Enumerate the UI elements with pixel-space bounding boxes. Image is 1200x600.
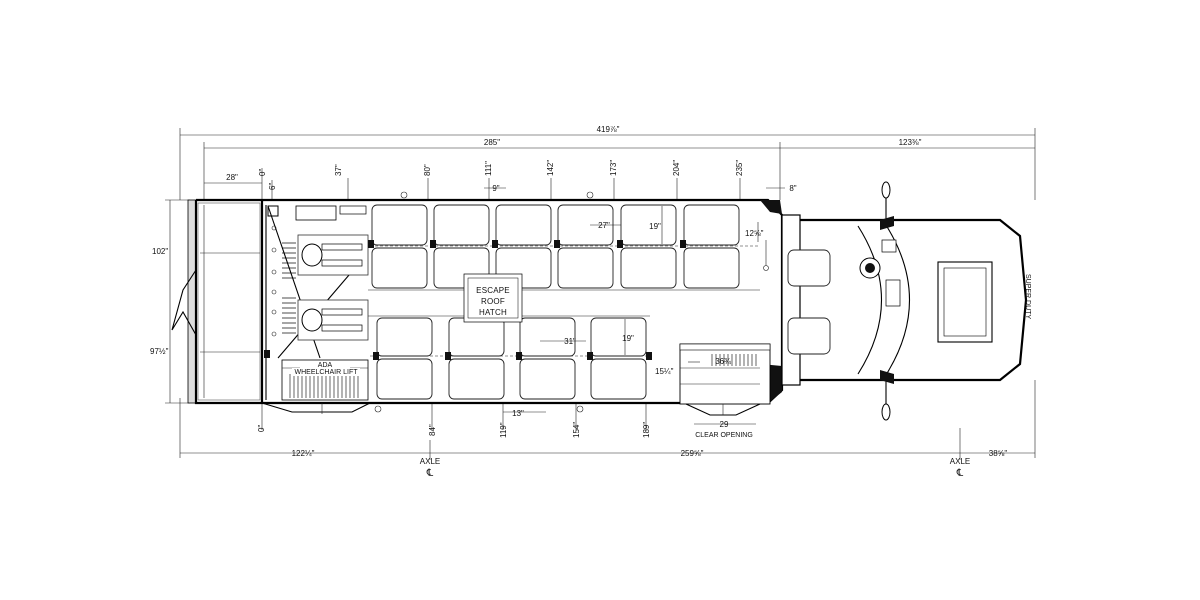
station-173: 173" bbox=[609, 160, 618, 176]
front-overhang-dimension: 123⅜" bbox=[780, 138, 1035, 149]
wheelbase-label: 259⅝" bbox=[681, 449, 704, 458]
seat-pair bbox=[368, 204, 428, 289]
axle-right-centerline: ℄ bbox=[956, 468, 964, 479]
rear-overhang-label: 122¼" bbox=[292, 449, 315, 458]
body-length-dimension: 285" bbox=[203, 138, 781, 200]
door-36-label: 36¾ bbox=[715, 357, 731, 366]
seat-pair bbox=[445, 317, 505, 400]
rear-step-label: 28" bbox=[226, 173, 238, 182]
width-dimensions: 102" 97½" bbox=[150, 199, 190, 404]
escape-hatch-line-3: HATCH bbox=[479, 308, 507, 317]
clear-opening-label: CLEAR OPENING bbox=[695, 432, 753, 439]
entry-door[interactable]: 36¾ 29 CLEAR OPENING bbox=[679, 343, 771, 439]
body-length-label: 285" bbox=[484, 138, 500, 147]
front-to-axle-label: 38⅝" bbox=[989, 449, 1008, 458]
axle-dimension-line: 122¼" 259⅝" 38⅝" AXLE ℄ AXLE ℄ bbox=[179, 380, 1036, 479]
zero-top-label: 0" bbox=[258, 169, 267, 176]
escape-hatch-line-2: ROOF bbox=[481, 297, 505, 306]
station-111: 111" bbox=[484, 161, 493, 176]
ada-label: ADA bbox=[318, 362, 333, 369]
eight-label: 8" bbox=[789, 184, 796, 193]
driver-seat bbox=[787, 249, 831, 287]
lower-seat-rows bbox=[373, 317, 652, 400]
station-119: 119" bbox=[499, 422, 508, 438]
six-label: 6" bbox=[268, 183, 277, 190]
ada-wheelchair-lift: ADA WHEELCHAIR LIFT bbox=[281, 359, 369, 401]
interior-dimensions: 27" 19" 31" 19" 12⅝" 15¼" bbox=[540, 206, 764, 376]
bottom-station-ticks: 0" 84" 119" 154" 189" 13" bbox=[257, 403, 651, 438]
station-142: 142" bbox=[546, 160, 555, 176]
station-37: 37" bbox=[334, 164, 343, 176]
zero-bottom-label: 0" bbox=[257, 425, 266, 432]
stanchions bbox=[374, 191, 769, 413]
seat-width-19-top-label: 19" bbox=[649, 222, 661, 231]
escape-roof-hatch: ESCAPE ROOF HATCH bbox=[463, 273, 523, 323]
bus-body-outline bbox=[194, 198, 784, 414]
seat-pair bbox=[554, 204, 614, 289]
wheelchair-area bbox=[264, 205, 369, 400]
axle-left-label: AXLE bbox=[420, 457, 440, 466]
seat-pair bbox=[617, 204, 677, 289]
seat-width-19-bottom-label: 19" bbox=[622, 334, 634, 343]
station-80: 80" bbox=[423, 164, 432, 176]
axle-right-label: AXLE bbox=[950, 457, 970, 466]
seat-pair bbox=[516, 317, 576, 400]
overall-length-label: 419⅞" bbox=[597, 125, 620, 134]
axle-left-centerline: ℄ bbox=[426, 468, 434, 479]
front-overhang-label: 123⅜" bbox=[899, 138, 922, 147]
seat-depth-31-label: 31" bbox=[564, 337, 576, 346]
escape-hatch-line-1: ESCAPE bbox=[476, 286, 510, 295]
width-102-label: 102" bbox=[152, 247, 168, 256]
thirteen-label: 13" bbox=[512, 409, 524, 418]
station-84: 84" bbox=[428, 424, 437, 436]
upper-seat-rows bbox=[368, 204, 740, 289]
seat-pair bbox=[680, 204, 740, 289]
top-station-ticks: 0" 6" 37" 80" 111" 142" 173" 204" 235" 9… bbox=[258, 160, 797, 200]
aisle-12-label: 12⅝" bbox=[745, 229, 764, 238]
wheelchair-lift-label: WHEELCHAIR LIFT bbox=[294, 369, 358, 376]
passenger-seat bbox=[787, 317, 831, 355]
nine-label: 9" bbox=[492, 184, 499, 193]
station-204: 204" bbox=[672, 160, 681, 176]
width-97-label: 97½" bbox=[150, 347, 169, 356]
step-15-label: 15¼" bbox=[655, 367, 674, 376]
rear-bumper bbox=[171, 199, 197, 404]
hood-text: SUPER DUTY bbox=[1024, 274, 1031, 319]
rear-step-dimension: 28" bbox=[204, 173, 262, 184]
station-189: 189" bbox=[642, 422, 651, 438]
seat-depth-27-label: 27" bbox=[598, 221, 610, 230]
door-29-label: 29 bbox=[720, 420, 729, 429]
station-235: 235" bbox=[735, 160, 744, 176]
seat-pair bbox=[587, 317, 647, 400]
seat-pair bbox=[373, 317, 433, 400]
station-154: 154" bbox=[572, 422, 581, 438]
cab: SUPER DUTY bbox=[781, 181, 1031, 421]
overall-length-dimension: 419⅞" bbox=[179, 125, 1036, 200]
